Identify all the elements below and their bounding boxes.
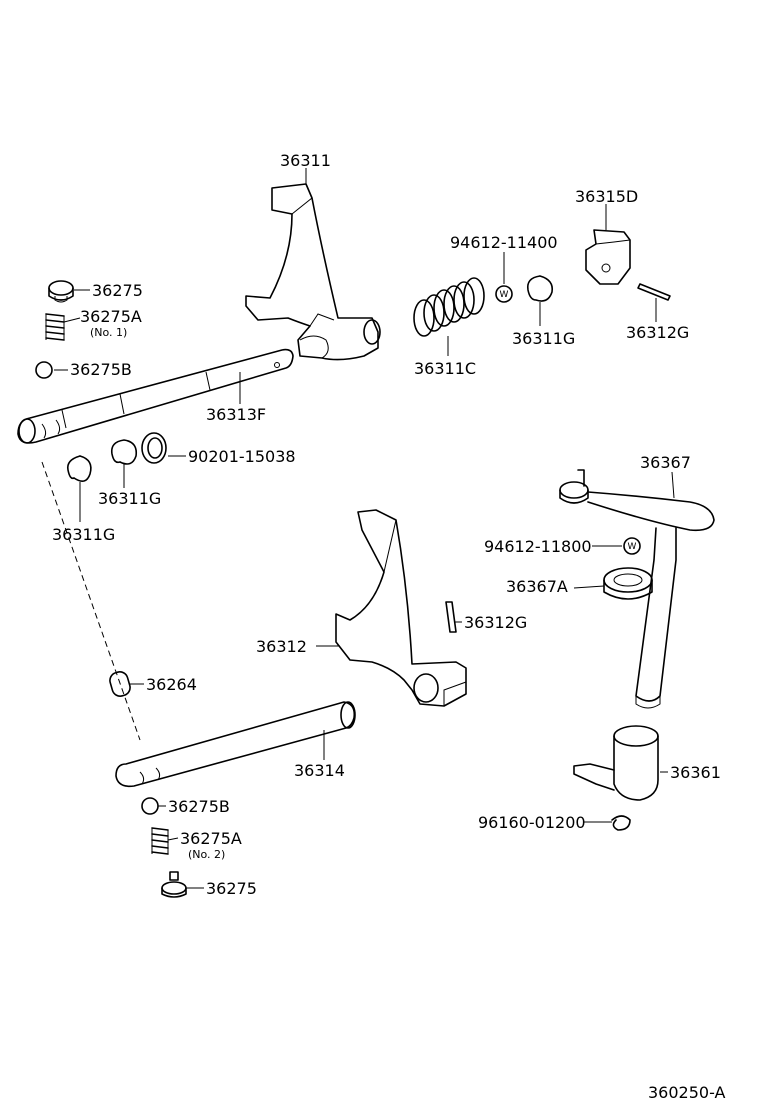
label-36311G-left: 36311G [52, 525, 115, 544]
label-36315D: 36315D [575, 187, 638, 206]
bolt-36275-top [48, 280, 74, 303]
label-36312G-top: 36312G [626, 323, 689, 342]
pin-36312G-mid [445, 601, 457, 633]
label-36312G-mid: 36312G [464, 613, 527, 632]
label-36311G-right: 36311G [512, 329, 575, 348]
label-36275B-bottom: 36275B [168, 797, 230, 816]
shift-fork-36312 [335, 509, 467, 707]
alignment-dashed-line [41, 461, 141, 741]
label-36275-bottom: 36275 [206, 879, 257, 898]
label-36313F: 36313F [206, 405, 266, 424]
label-36275A-bottom: 36275A [180, 829, 242, 848]
pin-36312G-top [637, 283, 671, 301]
label-36367A: 36367A [506, 577, 568, 596]
label-96160-01200: 96160-01200 [478, 813, 586, 832]
label-36312: 36312 [256, 637, 307, 656]
label-94612-11400: 94612-11400 [450, 233, 558, 252]
svg-text:W: W [628, 542, 637, 552]
spring-36275A-bottom [151, 827, 169, 855]
label-36311G-mid: 36311G [98, 489, 161, 508]
oil-seal-90201-15038 [141, 432, 167, 464]
label-36311C: 36311C [414, 359, 476, 378]
shift-fork-shaft-36313F [17, 348, 294, 444]
label-36314: 36314 [294, 761, 345, 780]
label-36367: 36367 [640, 453, 691, 472]
label-36275A-top-note: (No. 1) [90, 326, 127, 339]
clip-96160-01200 [611, 815, 631, 831]
label-36275B-top: 36275B [70, 360, 132, 379]
label-94612-11800: 94612-11800 [484, 537, 592, 556]
oil-seal-36367A [603, 567, 653, 600]
spring-36311C [413, 277, 485, 337]
washer-94612-11400: W [495, 285, 513, 303]
label-36275A-bottom-note: (No. 2) [188, 848, 225, 861]
diagram-ref: 360250-A [648, 1083, 726, 1102]
bolt-36275-bottom [161, 871, 187, 898]
part-labels: 36311 94612-11400 36315D 36275 36275A (N… [52, 151, 726, 1102]
ball-36275B-bottom [141, 797, 159, 815]
label-90201-15038: 90201-15038 [188, 447, 296, 466]
label-36361: 36361 [670, 763, 721, 782]
shift-head-36315D [585, 229, 631, 285]
label-36264: 36264 [146, 675, 197, 694]
label-36275-top: 36275 [92, 281, 143, 300]
snap-ring-36311G-mid [110, 439, 138, 465]
svg-text:W: W [500, 290, 509, 300]
snap-ring-36311G-right [526, 275, 554, 302]
label-36311: 36311 [280, 151, 331, 170]
shift-lever-36367 [559, 469, 715, 709]
shift-fork-shaft-36314 [115, 701, 356, 788]
shift-lever-36361 [573, 725, 659, 801]
ball-36275B-top [35, 361, 53, 379]
washer-94612-11800: W [623, 537, 641, 555]
leader-lines [54, 168, 675, 889]
spring-36275A-top [45, 313, 65, 341]
label-36275A-top: 36275A [80, 307, 142, 326]
snap-ring-36311G-left [66, 455, 92, 482]
shift-fork-36311 [245, 183, 381, 361]
